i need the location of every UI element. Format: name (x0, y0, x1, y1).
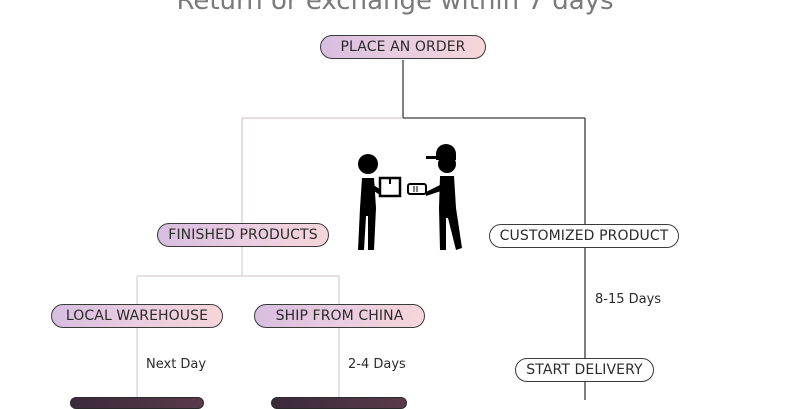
node-start-delivery: START DELIVERY (515, 358, 654, 382)
duration-customized-product: 8-15 Days (595, 292, 662, 307)
node-customized-product: CUSTOMIZED PRODUCT (489, 224, 679, 248)
customer-head-icon (358, 154, 378, 174)
node-finished-products: FINISHED PRODUCTS (157, 223, 329, 247)
node-place-order: PLACE AN ORDER (320, 35, 486, 59)
node-ship-from-china: SHIP FROM CHINA (254, 304, 425, 328)
delivery-handoff-icon (340, 138, 480, 264)
duration-local-warehouse: Next Day (146, 357, 207, 372)
customer-body-icon (358, 178, 376, 250)
node-local-delivery-partial (70, 397, 204, 409)
courier-head-icon (438, 155, 456, 173)
courier-body-icon (439, 176, 462, 250)
flow-connectors (136, 60, 586, 400)
node-local-warehouse: LOCAL WAREHOUSE (51, 304, 223, 328)
page-title: Return or exchange within 7 days (176, 0, 614, 16)
duration-ship-from-china: 2-4 Days (348, 357, 406, 372)
node-china-delivery-partial (271, 397, 407, 409)
